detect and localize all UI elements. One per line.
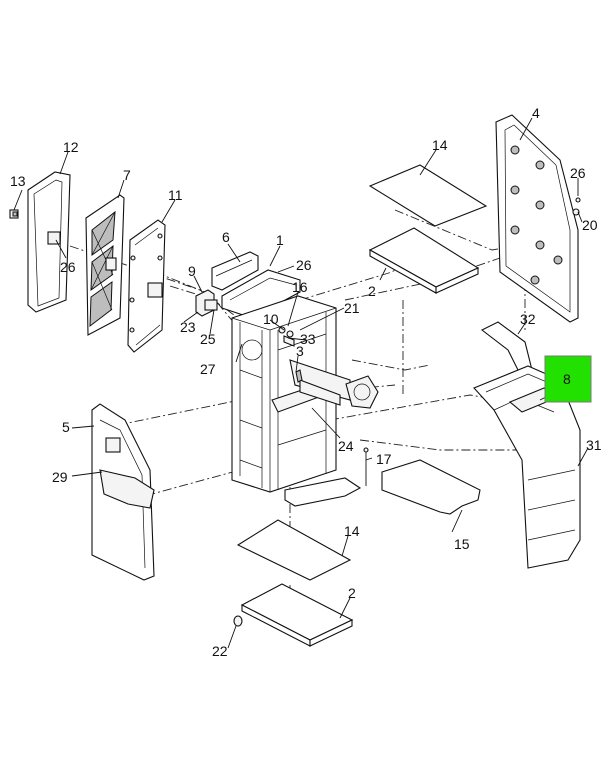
motor-assembly xyxy=(345,375,379,409)
part-14-lower-pad xyxy=(236,519,352,581)
leader-lines xyxy=(13,117,589,649)
part-4-rear-panel xyxy=(495,114,579,323)
part-14-upper-pad xyxy=(368,164,488,227)
callout-15[interactable]: 15 xyxy=(454,536,470,552)
part-5-left-door xyxy=(91,403,155,581)
part-10-16-33-fasteners xyxy=(278,326,295,347)
part-11-trim-panel xyxy=(127,219,166,353)
callout-24[interactable]: 24 xyxy=(338,438,354,454)
callout-4[interactable]: 4 xyxy=(532,105,540,121)
callout-7[interactable]: 7 xyxy=(123,167,131,183)
callout-29[interactable]: 29 xyxy=(52,469,68,485)
rear-panel-fasteners xyxy=(510,145,563,285)
callout-26-right[interactable]: 26 xyxy=(570,165,586,181)
part-32-seal xyxy=(480,321,533,375)
callout-23[interactable]: 23 xyxy=(180,319,196,335)
callout-2-lower[interactable]: 2 xyxy=(348,585,356,601)
callout-6[interactable]: 6 xyxy=(222,229,230,245)
callout-14-upper[interactable]: 14 xyxy=(432,137,448,153)
callout-14-lower[interactable]: 14 xyxy=(344,523,360,539)
part-2-upper-shelf xyxy=(368,227,480,294)
highlight-box-part-8[interactable] xyxy=(544,355,592,403)
part-15-floor-mat xyxy=(381,459,481,515)
part-26-pin-left xyxy=(47,231,61,245)
floor-tray xyxy=(284,477,362,507)
part-6-handle xyxy=(211,251,259,291)
part-22-knob xyxy=(233,615,243,627)
callout-26-left[interactable]: 26 xyxy=(60,259,76,275)
callout-11[interactable]: 11 xyxy=(168,187,183,203)
callout-8[interactable]: 8 xyxy=(563,371,571,387)
callout-32[interactable]: 32 xyxy=(520,311,536,327)
part-7-grid-panel xyxy=(85,194,125,336)
part-17-rod xyxy=(363,447,369,486)
callout-2-upper[interactable]: 2 xyxy=(368,283,376,299)
part-25-fastener xyxy=(204,299,218,311)
callout-5[interactable]: 5 xyxy=(62,419,70,435)
callout-26-center[interactable]: 26 xyxy=(296,257,312,273)
callout-20[interactable]: 20 xyxy=(582,217,598,233)
part-13-clip xyxy=(9,209,19,219)
callout-10[interactable]: 10 xyxy=(263,311,279,327)
callout-3[interactable]: 3 xyxy=(296,343,304,359)
callout-13[interactable]: 13 xyxy=(10,173,26,189)
callout-labels: 1 2 2 3 4 5 6 7 8 9 10 11 12 13 14 14 15… xyxy=(10,105,602,659)
callout-16[interactable]: 16 xyxy=(292,279,308,295)
callout-17[interactable]: 17 xyxy=(376,451,392,467)
callout-25[interactable]: 25 xyxy=(200,331,216,347)
callout-1[interactable]: 1 xyxy=(276,232,284,248)
part-2-lower-shelf xyxy=(240,583,354,647)
central-frame xyxy=(231,295,351,493)
callout-21[interactable]: 21 xyxy=(344,300,360,316)
part-1-bracket xyxy=(221,269,301,319)
part-20-screw xyxy=(572,197,581,216)
callout-9[interactable]: 9 xyxy=(188,263,196,279)
callout-22[interactable]: 22 xyxy=(212,643,228,659)
callout-27[interactable]: 27 xyxy=(200,361,216,377)
callout-33[interactable]: 33 xyxy=(300,331,316,347)
callout-12[interactable]: 12 xyxy=(63,139,79,155)
callout-31[interactable]: 31 xyxy=(586,437,602,453)
